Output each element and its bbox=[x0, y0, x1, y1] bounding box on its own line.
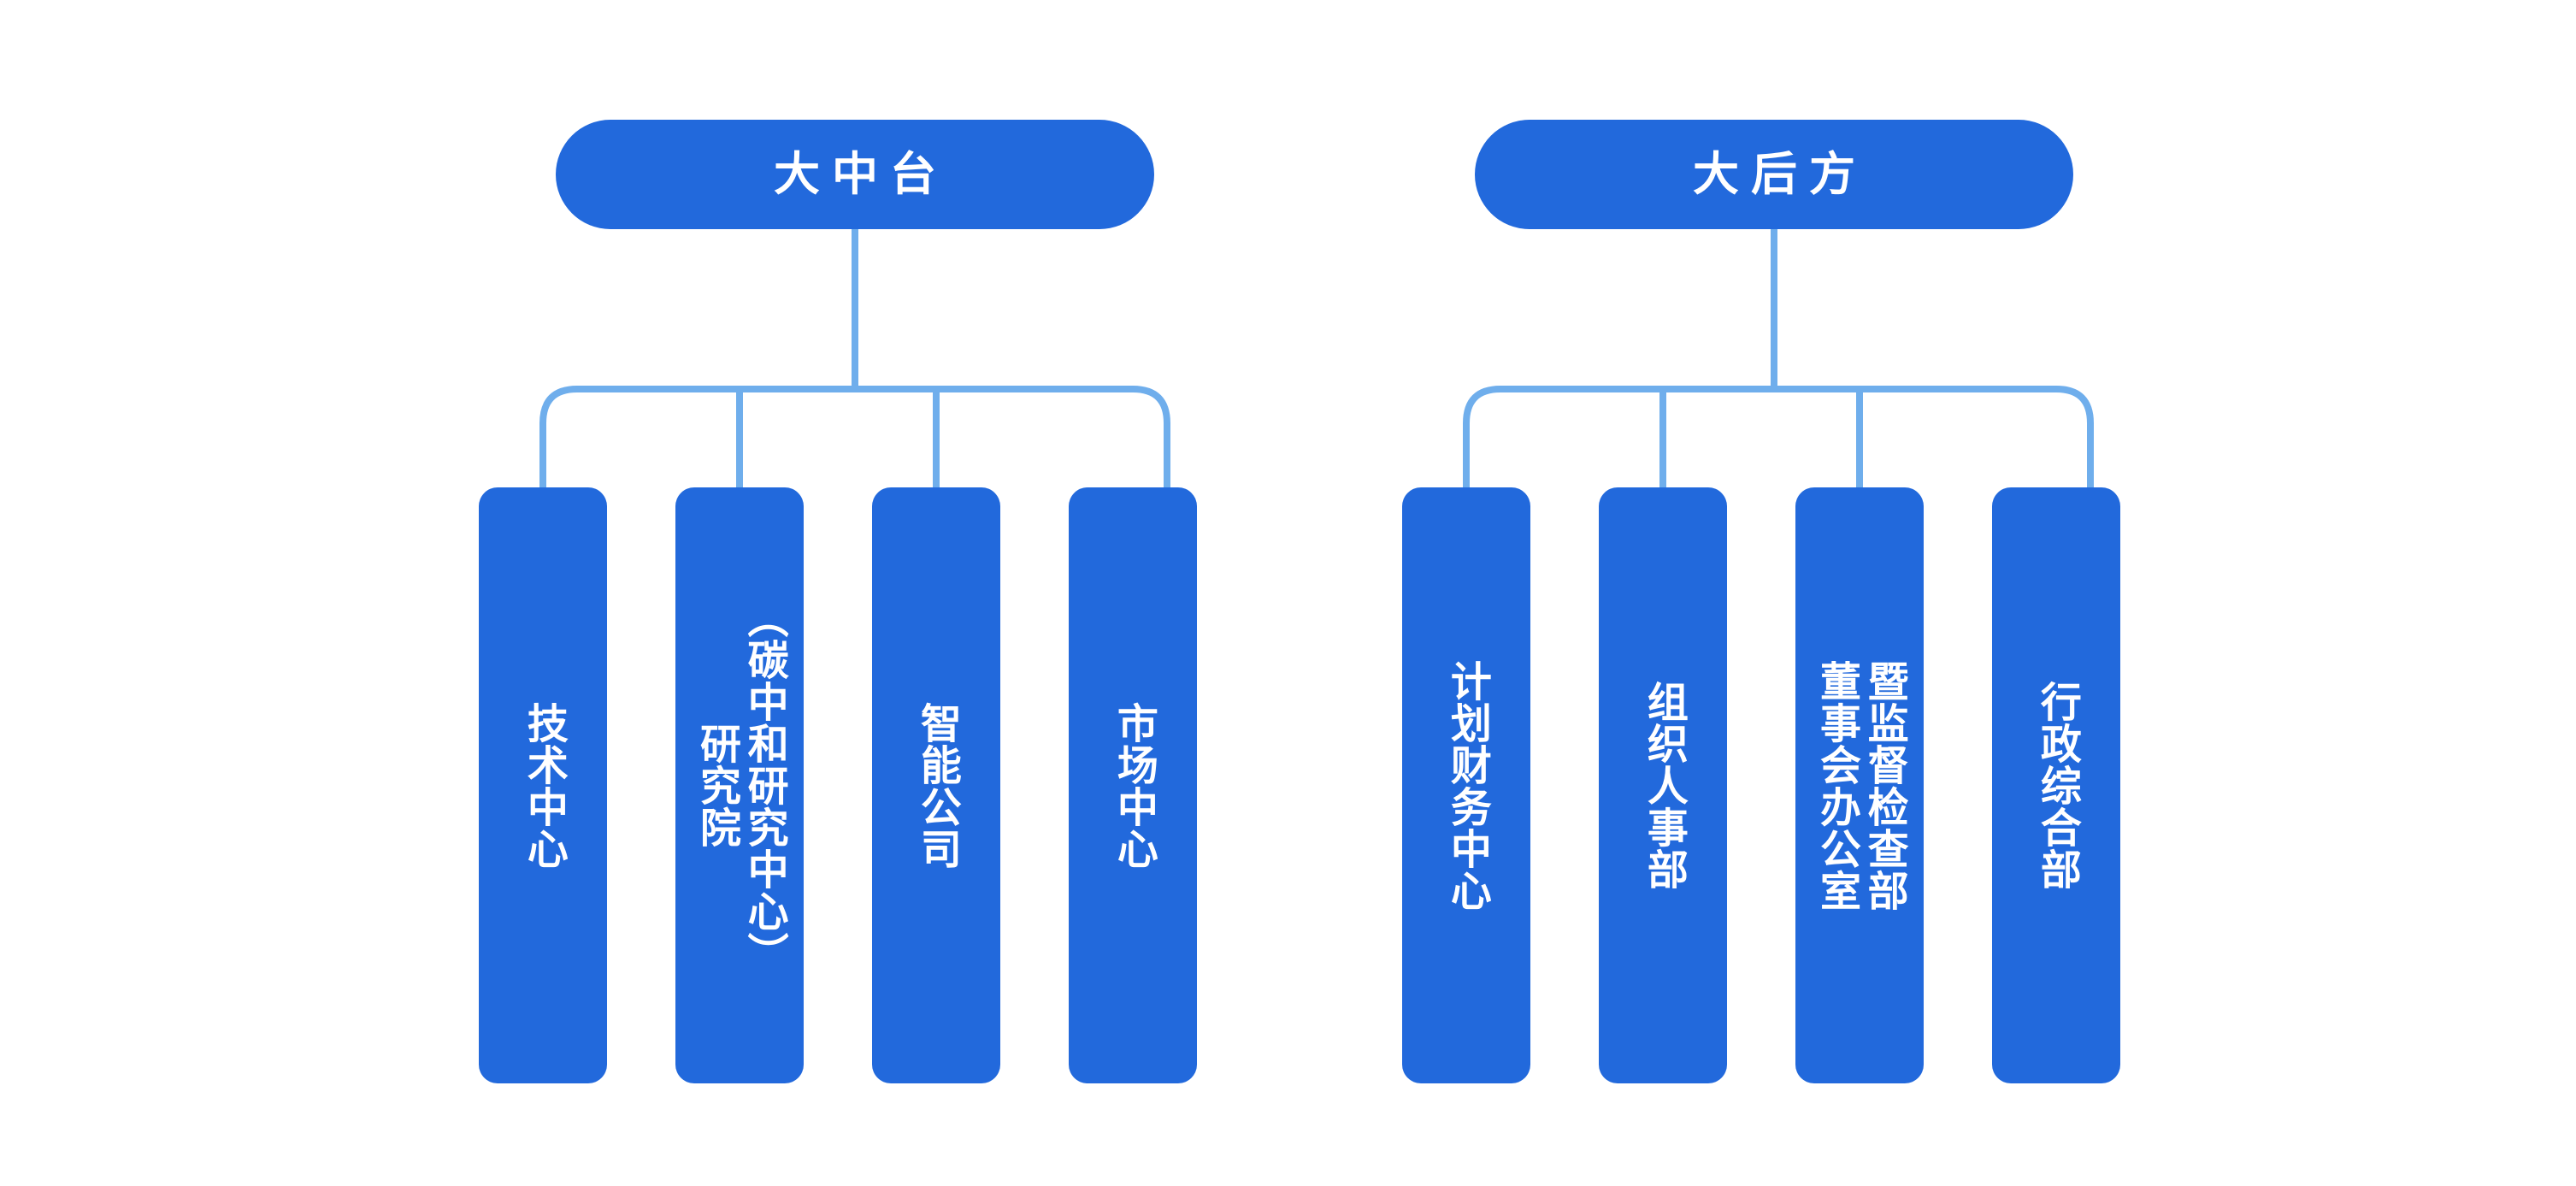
node-research-institute[interactable]: （碳中和研究中心） 研究院 bbox=[675, 487, 804, 1083]
group-header-da-zhong-tai[interactable]: 大中台 bbox=[556, 120, 1154, 229]
group-header-label: 大中台 bbox=[774, 149, 948, 200]
node-label-line-1: 暨监督检查部 bbox=[1860, 659, 1907, 912]
group-header-da-hou-fang[interactable]: 大后方 bbox=[1475, 120, 2073, 229]
node-planning-finance-center[interactable]: 计划财务中心 bbox=[1402, 487, 1530, 1083]
node-market-center[interactable]: 市场中心 bbox=[1069, 487, 1197, 1083]
node-label-line-1: 技术中心 bbox=[520, 701, 566, 870]
node-label-line-2: 研究院 bbox=[693, 723, 739, 848]
node-intelligent-company[interactable]: 智能公司 bbox=[872, 487, 1000, 1083]
node-label-line-1: 组织人事部 bbox=[1640, 681, 1686, 890]
node-org-hr-department[interactable]: 组织人事部 bbox=[1599, 487, 1727, 1083]
org-group-rear-support: 大后方 计划财务中心 组织人事部 暨监督检查部 董事会办公室 行政综合部 bbox=[1282, 0, 2576, 1186]
group-header-label: 大后方 bbox=[1693, 149, 1867, 200]
node-tech-center[interactable]: 技术中心 bbox=[479, 487, 607, 1083]
node-label-line-1: 计划财务中心 bbox=[1443, 659, 1489, 912]
node-admin-general-department[interactable]: 行政综合部 bbox=[1992, 487, 2120, 1083]
node-label-line-2: 董事会办公室 bbox=[1813, 659, 1859, 912]
org-group-front-middle-platform: 大中台 技术中心 （碳中和研究中心） 研究院 智能公司 市场中心 bbox=[0, 0, 1282, 1186]
node-label-line-1: 行政综合部 bbox=[2033, 681, 2079, 890]
node-supervision-board-office[interactable]: 暨监督检查部 董事会办公室 bbox=[1795, 487, 1924, 1083]
node-label-line-1: （碳中和研究中心） bbox=[740, 597, 787, 974]
node-label-line-1: 市场中心 bbox=[1110, 701, 1156, 870]
node-label-line-1: 智能公司 bbox=[913, 701, 959, 870]
